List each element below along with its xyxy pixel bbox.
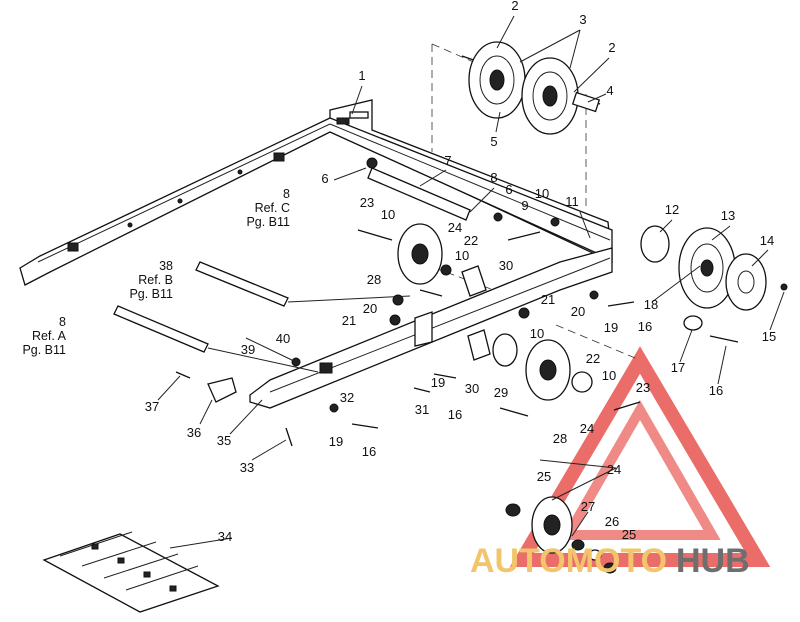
callout-c-20b: 20 xyxy=(571,304,585,319)
callout-c-11: 11 xyxy=(565,194,579,209)
callout-c-17: 17 xyxy=(671,360,685,375)
callout-c-10a: 10 xyxy=(535,186,549,201)
callout-c-6b: 6 xyxy=(505,182,512,197)
callout-c-22a: 22 xyxy=(464,233,478,248)
callout-c-6a: 6 xyxy=(321,171,328,186)
callout-c-12: 12 xyxy=(665,202,679,217)
watermark-text: AUTOMOTO HUB xyxy=(470,542,750,580)
callout-c-29: 29 xyxy=(494,385,508,400)
callout-c-34: 34 xyxy=(218,529,232,544)
ref-a-ref: Ref. A xyxy=(32,329,67,343)
callout-c-26: 26 xyxy=(605,514,619,529)
callout-c-39: 39 xyxy=(241,342,255,357)
callout-c-23b: 23 xyxy=(636,380,650,395)
callout-c-24a: 24 xyxy=(448,220,462,235)
callout-c-3: 3 xyxy=(579,12,586,27)
callout-c-32: 32 xyxy=(340,390,354,405)
ref-c-part: 8 xyxy=(283,187,290,201)
ref-b-page: Pg. B11 xyxy=(129,287,173,301)
callout-c-10b: 10 xyxy=(381,207,395,222)
callout-c-4: 4 xyxy=(606,83,613,98)
callout-c-2a: 2 xyxy=(511,0,518,13)
callout-c-13: 13 xyxy=(721,208,735,223)
callout-c-35: 35 xyxy=(217,433,231,448)
callout-c-24b: 24 xyxy=(580,421,594,436)
callout-c-23a: 23 xyxy=(360,195,374,210)
callout-c-21b: 21 xyxy=(342,313,356,328)
fasteners xyxy=(175,157,788,447)
rear-idler-wheels xyxy=(461,41,601,135)
exploded-front-wheel xyxy=(505,496,617,574)
ref-c-page: Pg. B11 xyxy=(246,215,290,229)
middle-idler-wheels xyxy=(397,223,767,401)
callout-c-9: 9 xyxy=(521,198,528,213)
callout-c-28a: 28 xyxy=(367,272,381,287)
callout-c-16a: 16 xyxy=(638,319,652,334)
callout-c-7: 7 xyxy=(444,153,451,168)
callout-c-31: 31 xyxy=(415,402,429,417)
callout-c-33: 33 xyxy=(240,460,254,475)
callout-c-16d: 16 xyxy=(362,444,376,459)
leader-lines xyxy=(157,15,785,549)
ref-a-part: 8 xyxy=(59,315,66,329)
watermark-auto: AUTOMOTO xyxy=(470,542,667,580)
callout-c-16b: 16 xyxy=(709,383,723,398)
ref-c-ref: Ref. C xyxy=(255,201,290,215)
callout-c-27: 27 xyxy=(581,499,595,514)
right-slide-rail xyxy=(19,99,613,286)
callout-c-14: 14 xyxy=(760,233,774,248)
callout-c-10e: 10 xyxy=(602,368,616,383)
track-section xyxy=(42,531,220,613)
callout-c-22b: 22 xyxy=(586,351,600,366)
callout-c-40: 40 xyxy=(276,331,290,346)
ref-b-ref: Ref. B xyxy=(138,273,173,287)
callout-c-25b: 25 xyxy=(622,527,636,542)
ref-a-page: Pg. B11 xyxy=(22,343,66,357)
callout-c-18: 18 xyxy=(644,297,658,312)
callout-c-5: 5 xyxy=(490,134,497,149)
callout-c-30a: 30 xyxy=(499,258,513,273)
callout-c-2b: 2 xyxy=(608,40,615,55)
ref-b-part: 38 xyxy=(159,259,173,273)
callout-c-37: 37 xyxy=(145,399,159,414)
callout-c-10d: 10 xyxy=(530,326,544,341)
callout-c-36: 36 xyxy=(187,425,201,440)
callout-c-21a: 21 xyxy=(541,292,555,307)
callout-c-19c: 19 xyxy=(329,434,343,449)
watermark-logo xyxy=(509,346,771,567)
callout-c-20a: 20 xyxy=(363,301,377,316)
left-slide-rail xyxy=(249,247,613,409)
callout-c-24c: 24 xyxy=(607,462,621,477)
callout-c-8a: 8 xyxy=(490,170,497,185)
callout-c-15: 15 xyxy=(762,329,776,344)
callout-c-10c: 10 xyxy=(455,248,469,263)
callout-c-19b: 19 xyxy=(431,375,445,390)
callout-c-25a: 25 xyxy=(537,469,551,484)
cross-shafts xyxy=(113,167,471,373)
callout-c-16c: 16 xyxy=(448,407,462,422)
callout-c-30b: 30 xyxy=(465,381,479,396)
callout-c-28b: 28 xyxy=(553,431,567,446)
callout-c-1: 1 xyxy=(358,68,365,83)
watermark-hub: HUB xyxy=(676,542,750,580)
callout-c-19a: 19 xyxy=(604,320,618,335)
